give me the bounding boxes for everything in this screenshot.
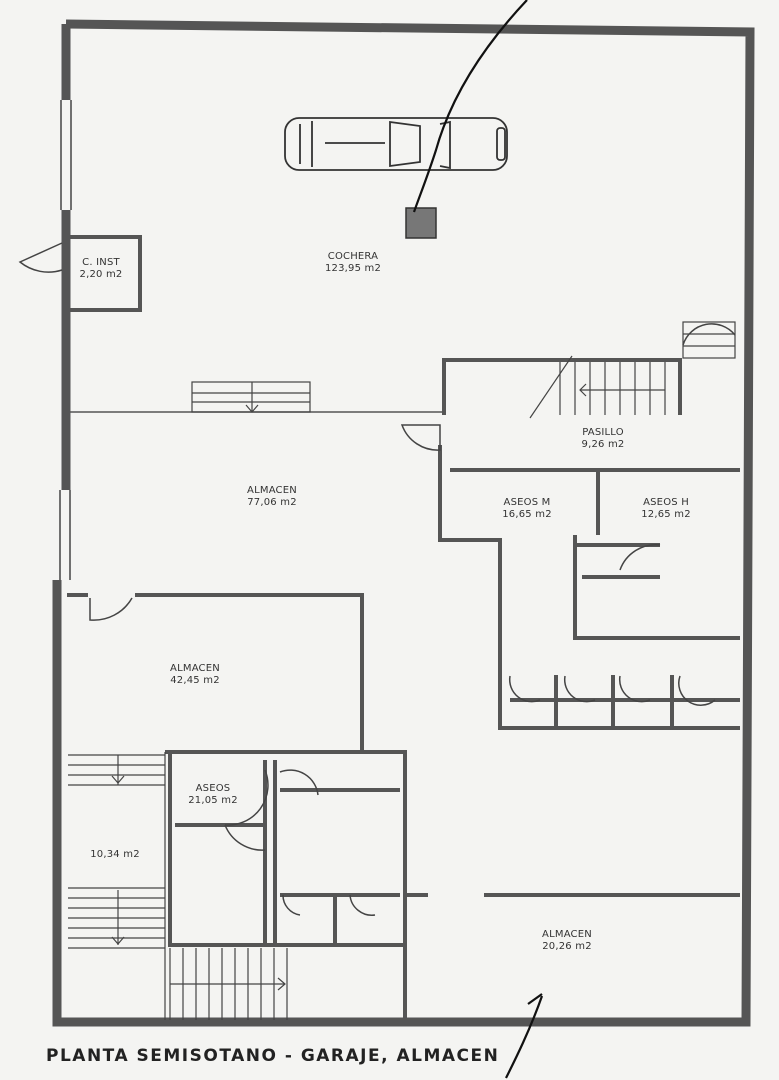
stairs — [68, 321, 736, 1020]
room-area: 123,95 m2 — [324, 263, 382, 274]
room-label-aseos-m: ASEOS M 16,65 m2 — [502, 497, 552, 521]
room-name: ALMACEN — [170, 663, 220, 674]
room-name: COCHERA — [327, 251, 379, 262]
room-name: ASEOS M — [503, 497, 551, 508]
room-name: ASEOS H — [643, 497, 689, 508]
interior-walls — [62, 235, 740, 1020]
pen-strokes — [412, 0, 544, 1079]
room-label-pasillo: PASILLO 9,26 m2 — [582, 427, 625, 451]
plan-caption: PLANTA SEMISOTANO - GARAJE, ALMACEN — [46, 1046, 500, 1066]
room-area: 16,65 m2 — [502, 509, 552, 520]
room-area: 9,26 m2 — [581, 439, 625, 450]
room-label-almacen-42: ALMACEN 42,45 m2 — [170, 663, 220, 687]
room-area: 10,34 m2 — [90, 849, 140, 860]
room-name: C. INST — [82, 257, 120, 268]
room-area: 42,45 m2 — [170, 675, 220, 686]
car-icon — [284, 117, 508, 171]
room-label-almacen-20: ALMACEN 20,26 m2 — [542, 929, 592, 953]
room-label-aseos-h: ASEOS H 12,65 m2 — [641, 497, 691, 521]
room-label-cochera: COCHERA 123,95 m2 — [325, 251, 381, 275]
room-label-almacen-77: ALMACEN 77,06 m2 — [247, 485, 297, 509]
room-area: 77,06 m2 — [247, 497, 297, 508]
room-area: 2,20 m2 — [79, 269, 123, 280]
room-name: ASEOS — [195, 783, 231, 794]
door-swings — [18, 242, 736, 916]
window-strips — [59, 100, 72, 580]
room-label-c-inst: C. INST 2,20 m2 — [80, 257, 123, 281]
column-square — [405, 207, 437, 239]
outer-walls — [52, 19, 755, 1027]
room-label-aseos: ASEOS 21,05 m2 — [188, 783, 238, 807]
room-label-escalera: 10,34 m2 — [90, 849, 140, 861]
room-name: ALMACEN — [247, 485, 297, 496]
room-name: ALMACEN — [542, 929, 592, 940]
room-name: PASILLO — [582, 427, 624, 438]
wc-cubicles — [554, 675, 674, 728]
room-area: 12,65 m2 — [641, 509, 691, 520]
room-area: 21,05 m2 — [188, 795, 238, 806]
room-area: 20,26 m2 — [542, 941, 592, 952]
